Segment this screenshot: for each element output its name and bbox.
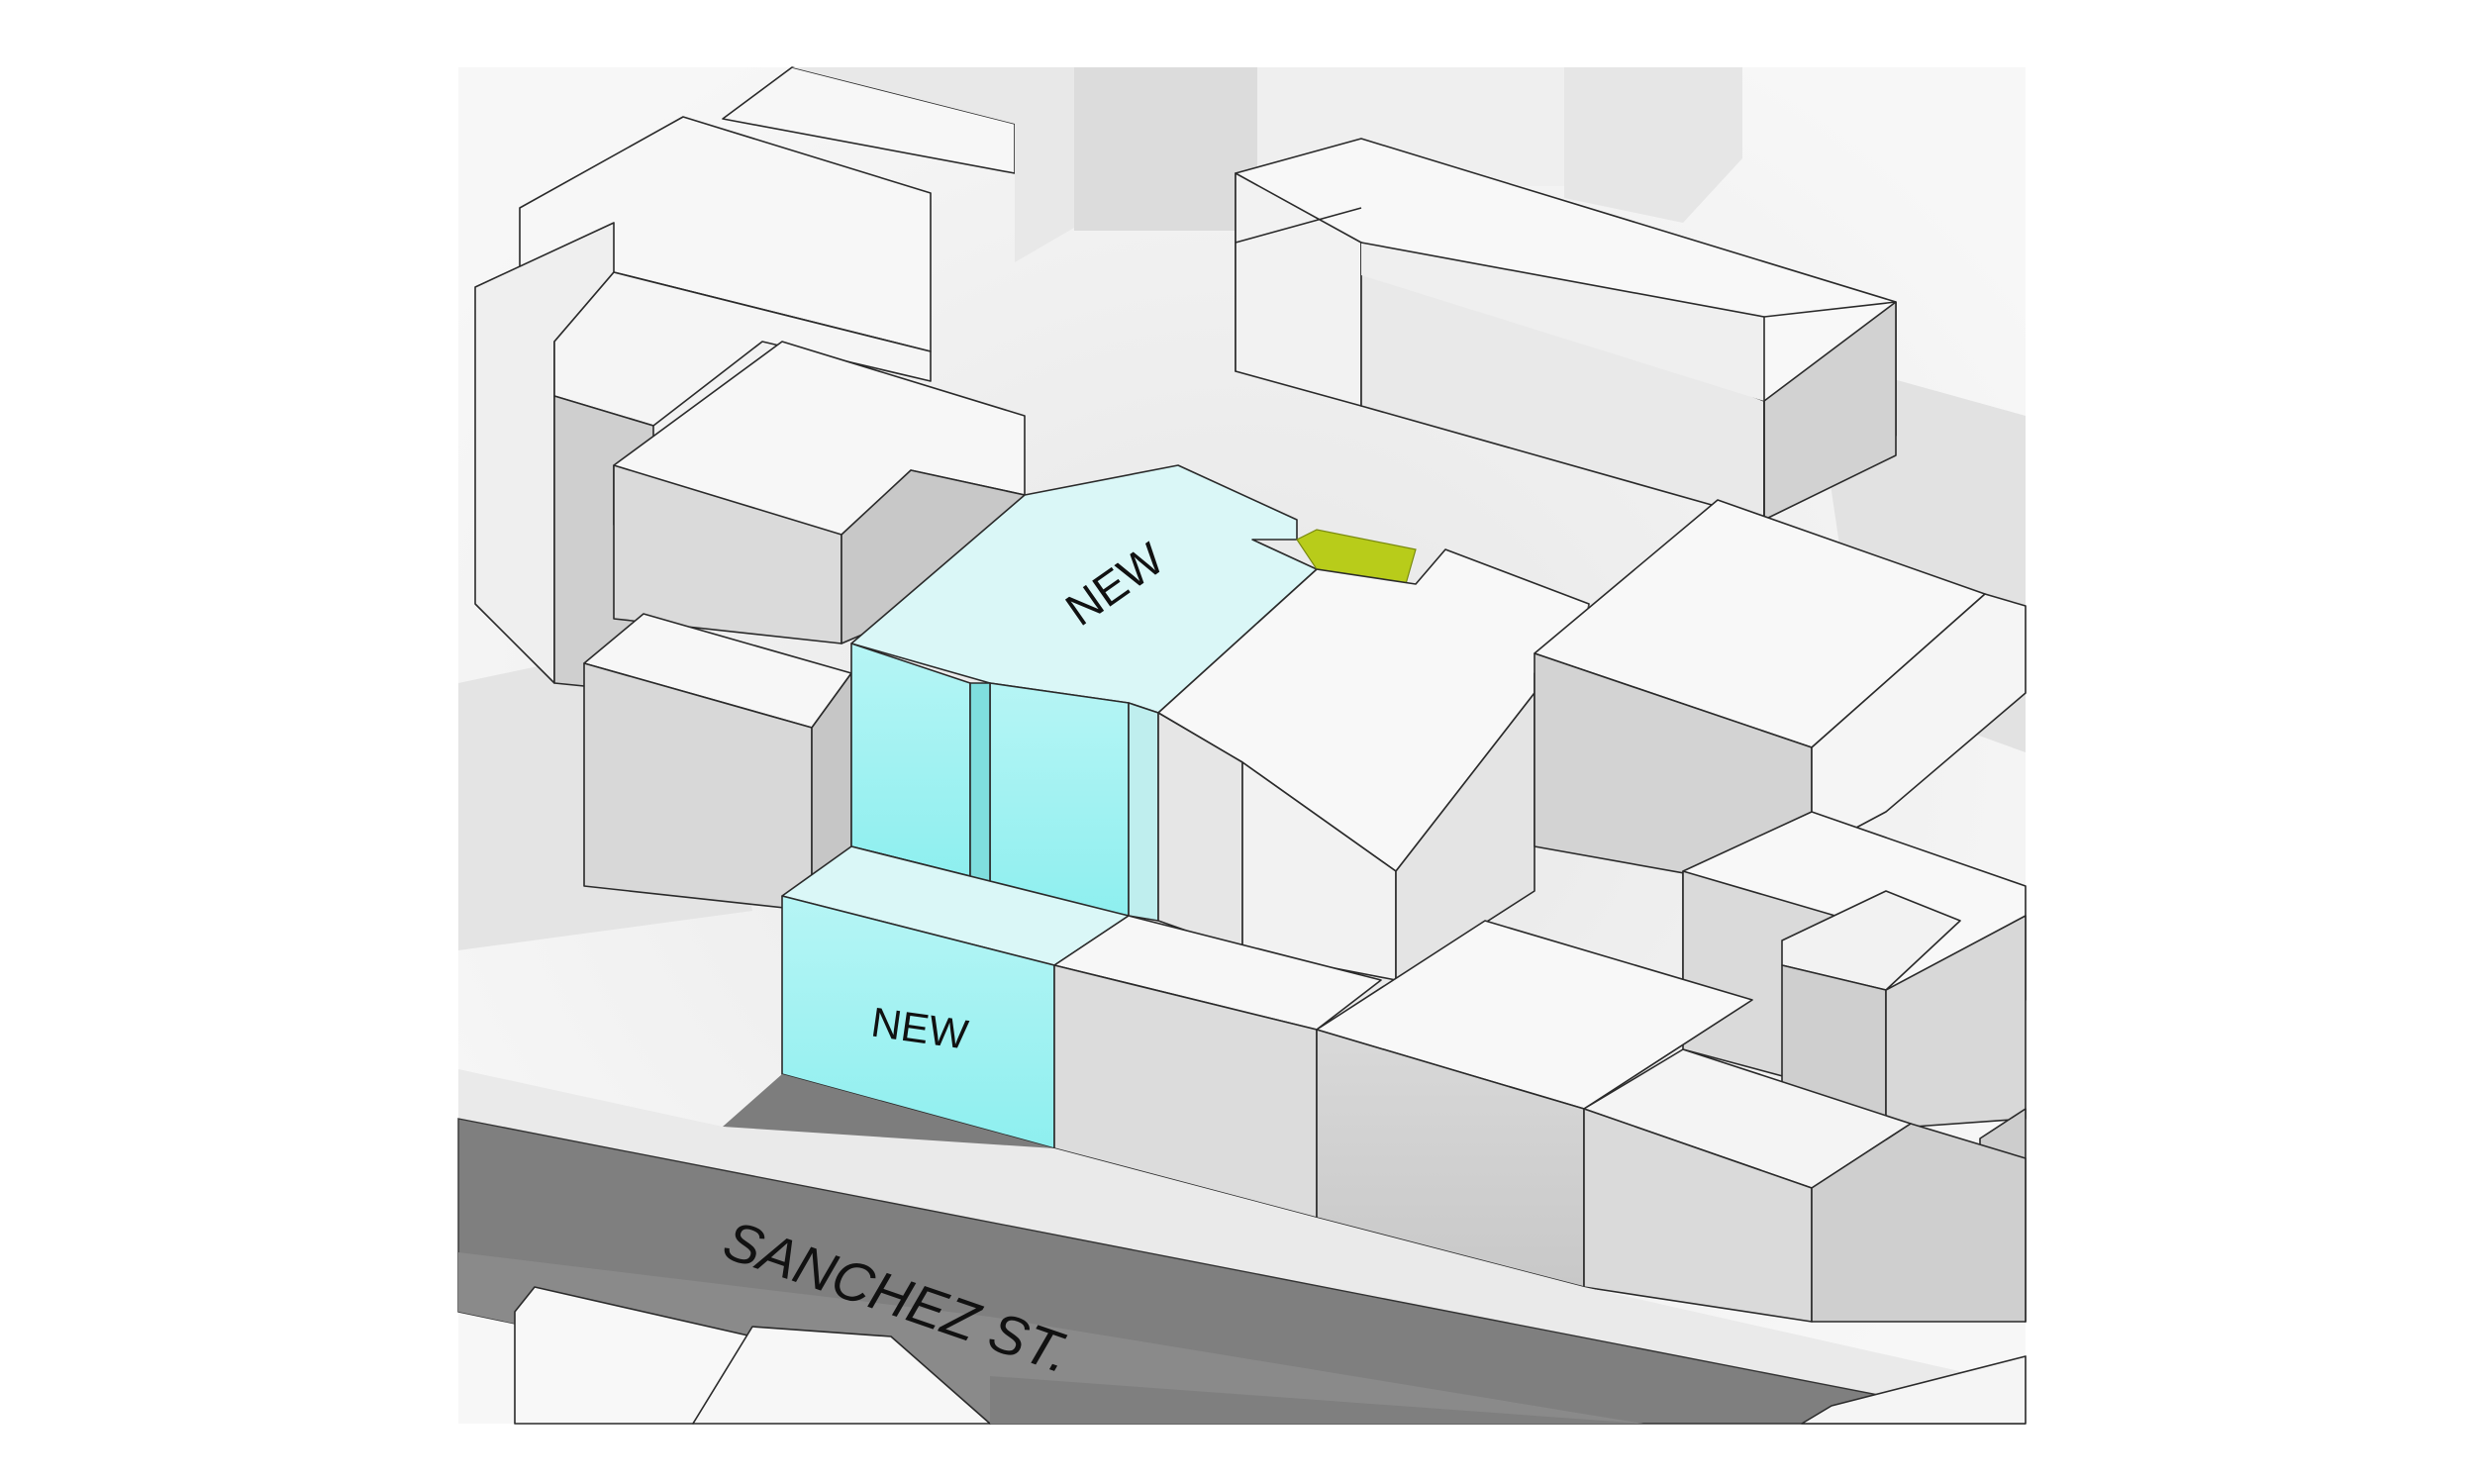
sidewalk [458, 1069, 2026, 1424]
street-front-buildings [1053, 915, 2027, 1323]
across-street-buildings [514, 1286, 2027, 1425]
background-buildings [722, 66, 1897, 521]
new-building-lower [723, 845, 1130, 1163]
center-building [1157, 548, 1590, 981]
new-building-upper [850, 464, 1318, 922]
street-far-edge [458, 1252, 1643, 1424]
right-buildings [1534, 499, 2027, 1323]
